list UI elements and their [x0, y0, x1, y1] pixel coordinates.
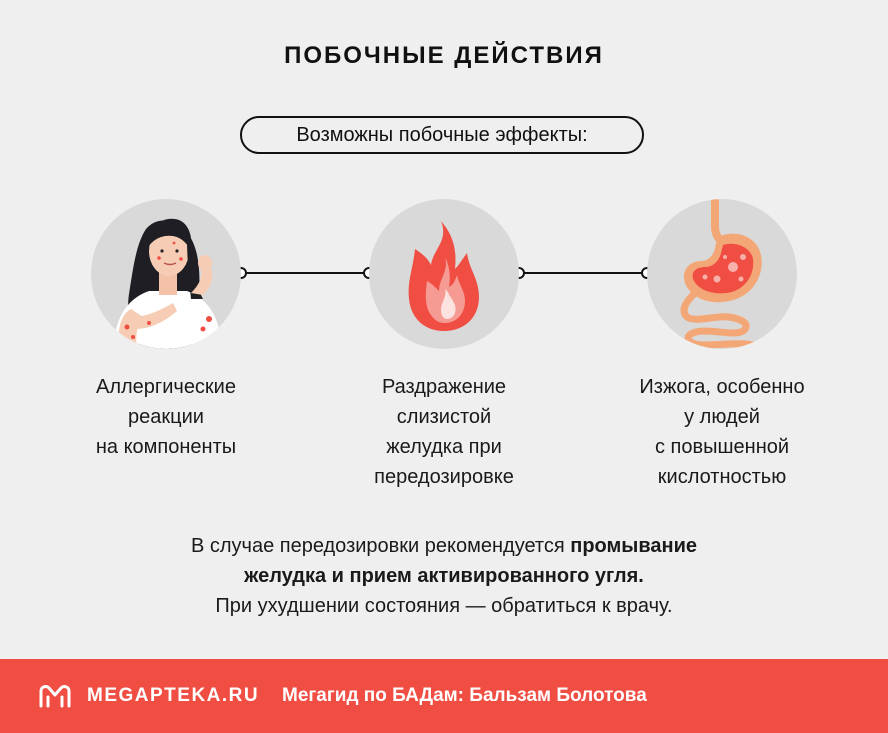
effect-label-irritation: Раздражение слизистой желудка при передо… — [374, 376, 514, 488]
stomach-icon — [647, 199, 797, 349]
overdose-note: В случае передозировки рекомендуется про… — [190, 535, 698, 617]
subtitle-pill: Возможны побочные эффекты: — [240, 116, 644, 154]
megapteka-logo-icon — [39, 685, 71, 708]
footer-tagline: Мегагид по БАДам: Бальзам Болотова — [282, 685, 647, 706]
effect-label-allergy: Аллергические реакции на компоненты — [95, 376, 237, 458]
flame-icon — [369, 199, 519, 349]
effect-label-heartburn: Изжога, особенно у людей с повышенной ки… — [639, 376, 805, 488]
brand-link[interactable]: MEGAPTEKA.RU — [87, 685, 260, 706]
page-title: ПОБОЧНЫЕ ДЕЙСТВИЯ — [284, 42, 604, 69]
allergy-woman-icon — [91, 199, 241, 349]
footer-bar: MEGAPTEKA.RU Мегагид по БАДам: Бальзам Б… — [0, 659, 888, 733]
